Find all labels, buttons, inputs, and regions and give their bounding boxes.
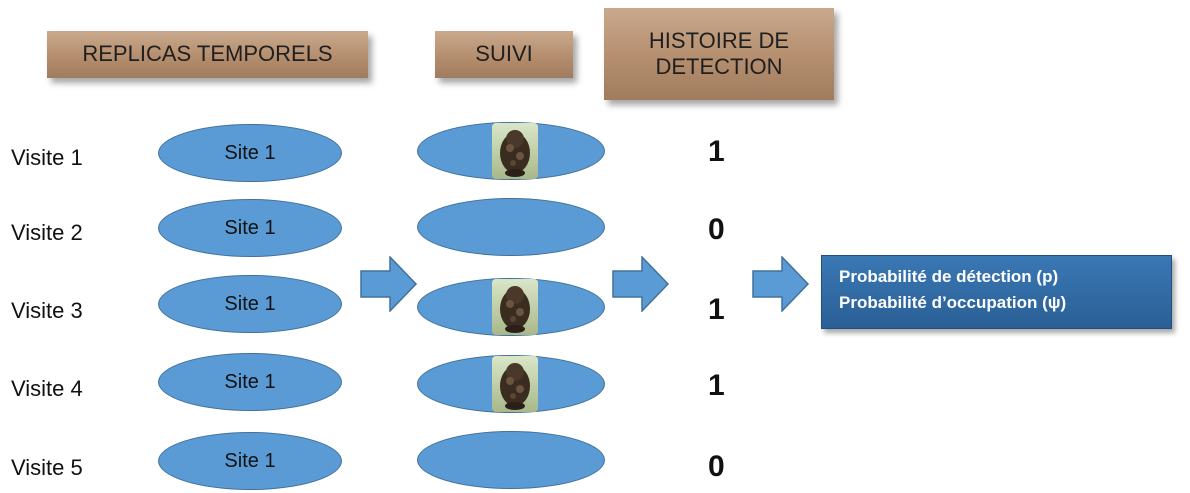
right-arrow-icon [612, 256, 670, 312]
visit-label-3: Visite 3 [11, 298, 83, 323]
visit-label-5: Visite 5 [11, 455, 83, 480]
result-line-detection: Probabilité de détection (p) [839, 267, 1059, 286]
header-replicas-temporels: REPLICAS TEMPORELS [47, 31, 368, 78]
site-oval-4: Site 1 [158, 353, 342, 411]
animal-photo-icon [492, 123, 538, 179]
suivi-oval-2 [417, 198, 605, 256]
site-oval-label: Site 1 [224, 370, 276, 393]
site-oval-label: Site 1 [224, 449, 276, 472]
header-replicas-label: REPLICAS TEMPORELS [82, 41, 333, 67]
suivi-oval-3 [417, 278, 605, 336]
animal-photo-icon [492, 356, 538, 412]
right-arrow-icon [752, 256, 810, 312]
detection-value-1: 1 [708, 135, 725, 168]
header-histoire-line1: HISTOIRE DE [648, 27, 790, 53]
detection-value-5: 0 [708, 450, 725, 483]
result-line-occupation: Probabilité d’occupation (ψ) [839, 293, 1067, 313]
header-suivi-label: SUIVI [475, 41, 533, 67]
suivi-oval-5 [417, 431, 605, 489]
detection-value-2: 0 [708, 213, 725, 246]
animal-photo-icon [492, 279, 538, 335]
visit-label-1: Visite 1 [11, 145, 83, 170]
right-arrow-icon [360, 256, 418, 312]
suivi-oval-4 [417, 355, 605, 413]
header-suivi: SUIVI [435, 31, 573, 78]
header-histoire-line2: DETECTION [655, 54, 783, 79]
site-oval-label: Site 1 [224, 141, 276, 164]
site-oval-1: Site 1 [158, 124, 342, 182]
detection-value-4: 1 [708, 369, 725, 402]
result-probabilities-box: Probabilité de détection (p) Probabilité… [821, 255, 1172, 329]
site-oval-3: Site 1 [158, 275, 342, 333]
site-oval-2: Site 1 [158, 199, 342, 257]
visit-label-4: Visite 4 [11, 376, 83, 401]
detection-value-3: 1 [708, 293, 725, 326]
visit-label-2: Visite 2 [11, 220, 83, 245]
site-oval-label: Site 1 [224, 216, 276, 239]
header-histoire-detection: HISTOIRE DE DETECTION [604, 8, 834, 100]
suivi-oval-1 [417, 122, 605, 180]
site-oval-5: Site 1 [158, 432, 342, 490]
site-oval-label: Site 1 [224, 292, 276, 315]
